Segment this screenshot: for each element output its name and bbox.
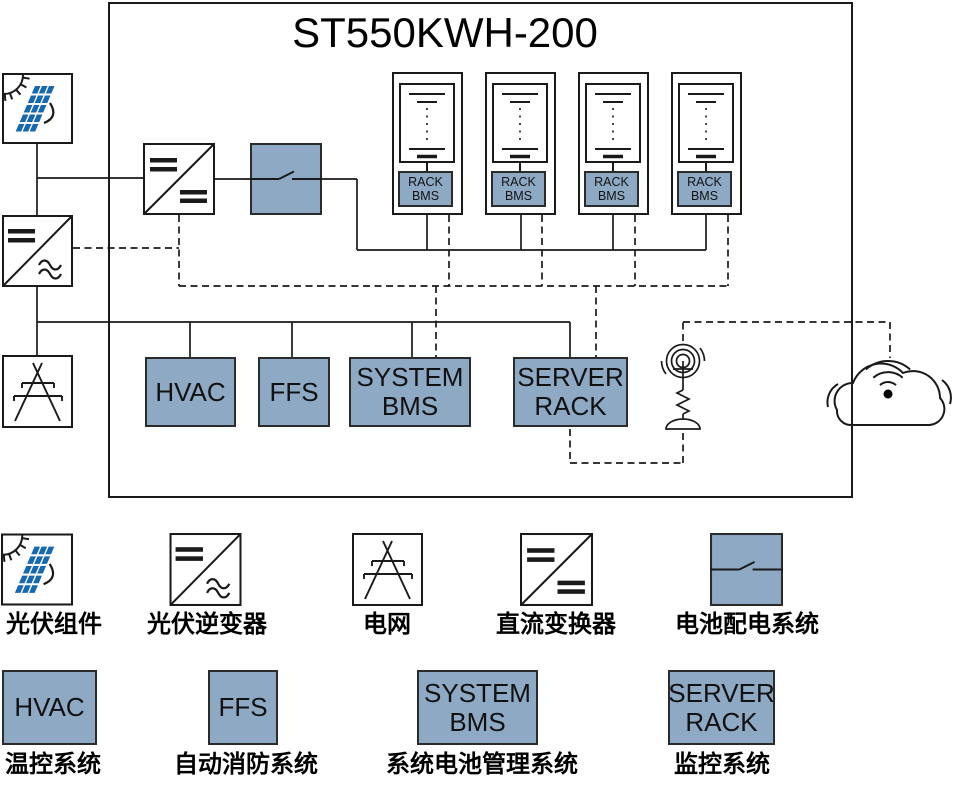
rack-bms-label: RACK BMS [584,171,639,207]
legend-pv-inverter-icon [169,533,242,606]
battery-stack-symbol [688,93,724,159]
diagram-title: ST550KWH-200 [292,9,598,56]
antenna-icon [660,343,706,430]
cloud-accent-right [941,379,952,405]
ffs-box: FFS [258,357,330,427]
battery-distribution-switch-icon [250,143,322,215]
legend-pv-inverter-label: 光伏逆变器 [147,611,267,638]
battery-stack-symbol [409,93,445,159]
legend-grid-icon [351,533,424,606]
legend-ffs-label: 自动消防系统 [174,751,318,778]
legend-server-rack-box: SERVER RACK [668,670,775,745]
pv-cable [43,102,55,125]
wifi-icon [865,360,911,386]
legend-hvac-label: 温控系统 [5,751,101,778]
rack-bms-link [519,161,521,171]
battery-cells-box [492,83,548,163]
battery-rack-3: RACK BMS [578,72,649,215]
dc-converter-icon [143,143,215,215]
legend-battery-distribution-icon [710,533,783,606]
legend-pv-module-label: 光伏组件 [6,611,102,638]
legend-ffs-box: FFS [208,670,278,745]
grid-icon [2,355,73,428]
ac-wave-symbol [38,259,62,280]
battery-rack-1: RACK BMS [392,72,463,215]
wifi-dot [883,389,893,399]
battery-rack-4: RACK BMS [671,72,742,215]
system-enclosure-frame [108,2,853,498]
switch-symbol [250,170,322,180]
legend-system-bms-label: 系统电池管理系统 [386,751,578,778]
rack-bms-link [705,161,707,171]
transmission-tower [13,362,63,422]
legend-server-rack-label: 监控系统 [674,751,770,778]
cloud-accent-left [826,383,839,408]
battery-stack-symbol [595,93,631,159]
rack-bms-label: RACK BMS [677,171,732,207]
rack-bms-label: RACK BMS [398,171,453,207]
pv-inverter-icon [2,215,73,287]
battery-cells-box [399,83,455,163]
cloud-icon [826,360,952,427]
solar-panel-cells [15,86,55,132]
pv-module-icon [2,73,73,144]
legend-battery-distribution-label: 电池配电系统 [675,611,819,638]
legend-grid-label: 电网 [363,611,411,638]
hvac-box: HVAC [145,357,236,427]
battery-stack-symbol [502,93,538,159]
sun-icon [3,74,30,101]
rack-bms-link [612,161,614,171]
rack-bms-link [426,161,428,171]
battery-rack-2: RACK BMS [485,72,556,215]
legend-hvac-box: HVAC [2,670,97,745]
battery-cells-box [585,83,641,163]
legend-dc-converter-icon [520,533,593,606]
legend-dc-converter-label: 直流变换器 [496,611,616,638]
server-rack-box: SERVER RACK [513,357,628,427]
legend-pv-module-icon [1,533,73,606]
system-bms-box: SYSTEM BMS [349,357,471,427]
rack-bms-label: RACK BMS [491,171,546,207]
legend-system-bms-box: SYSTEM BMS [417,670,538,745]
battery-cells-box [678,83,734,163]
